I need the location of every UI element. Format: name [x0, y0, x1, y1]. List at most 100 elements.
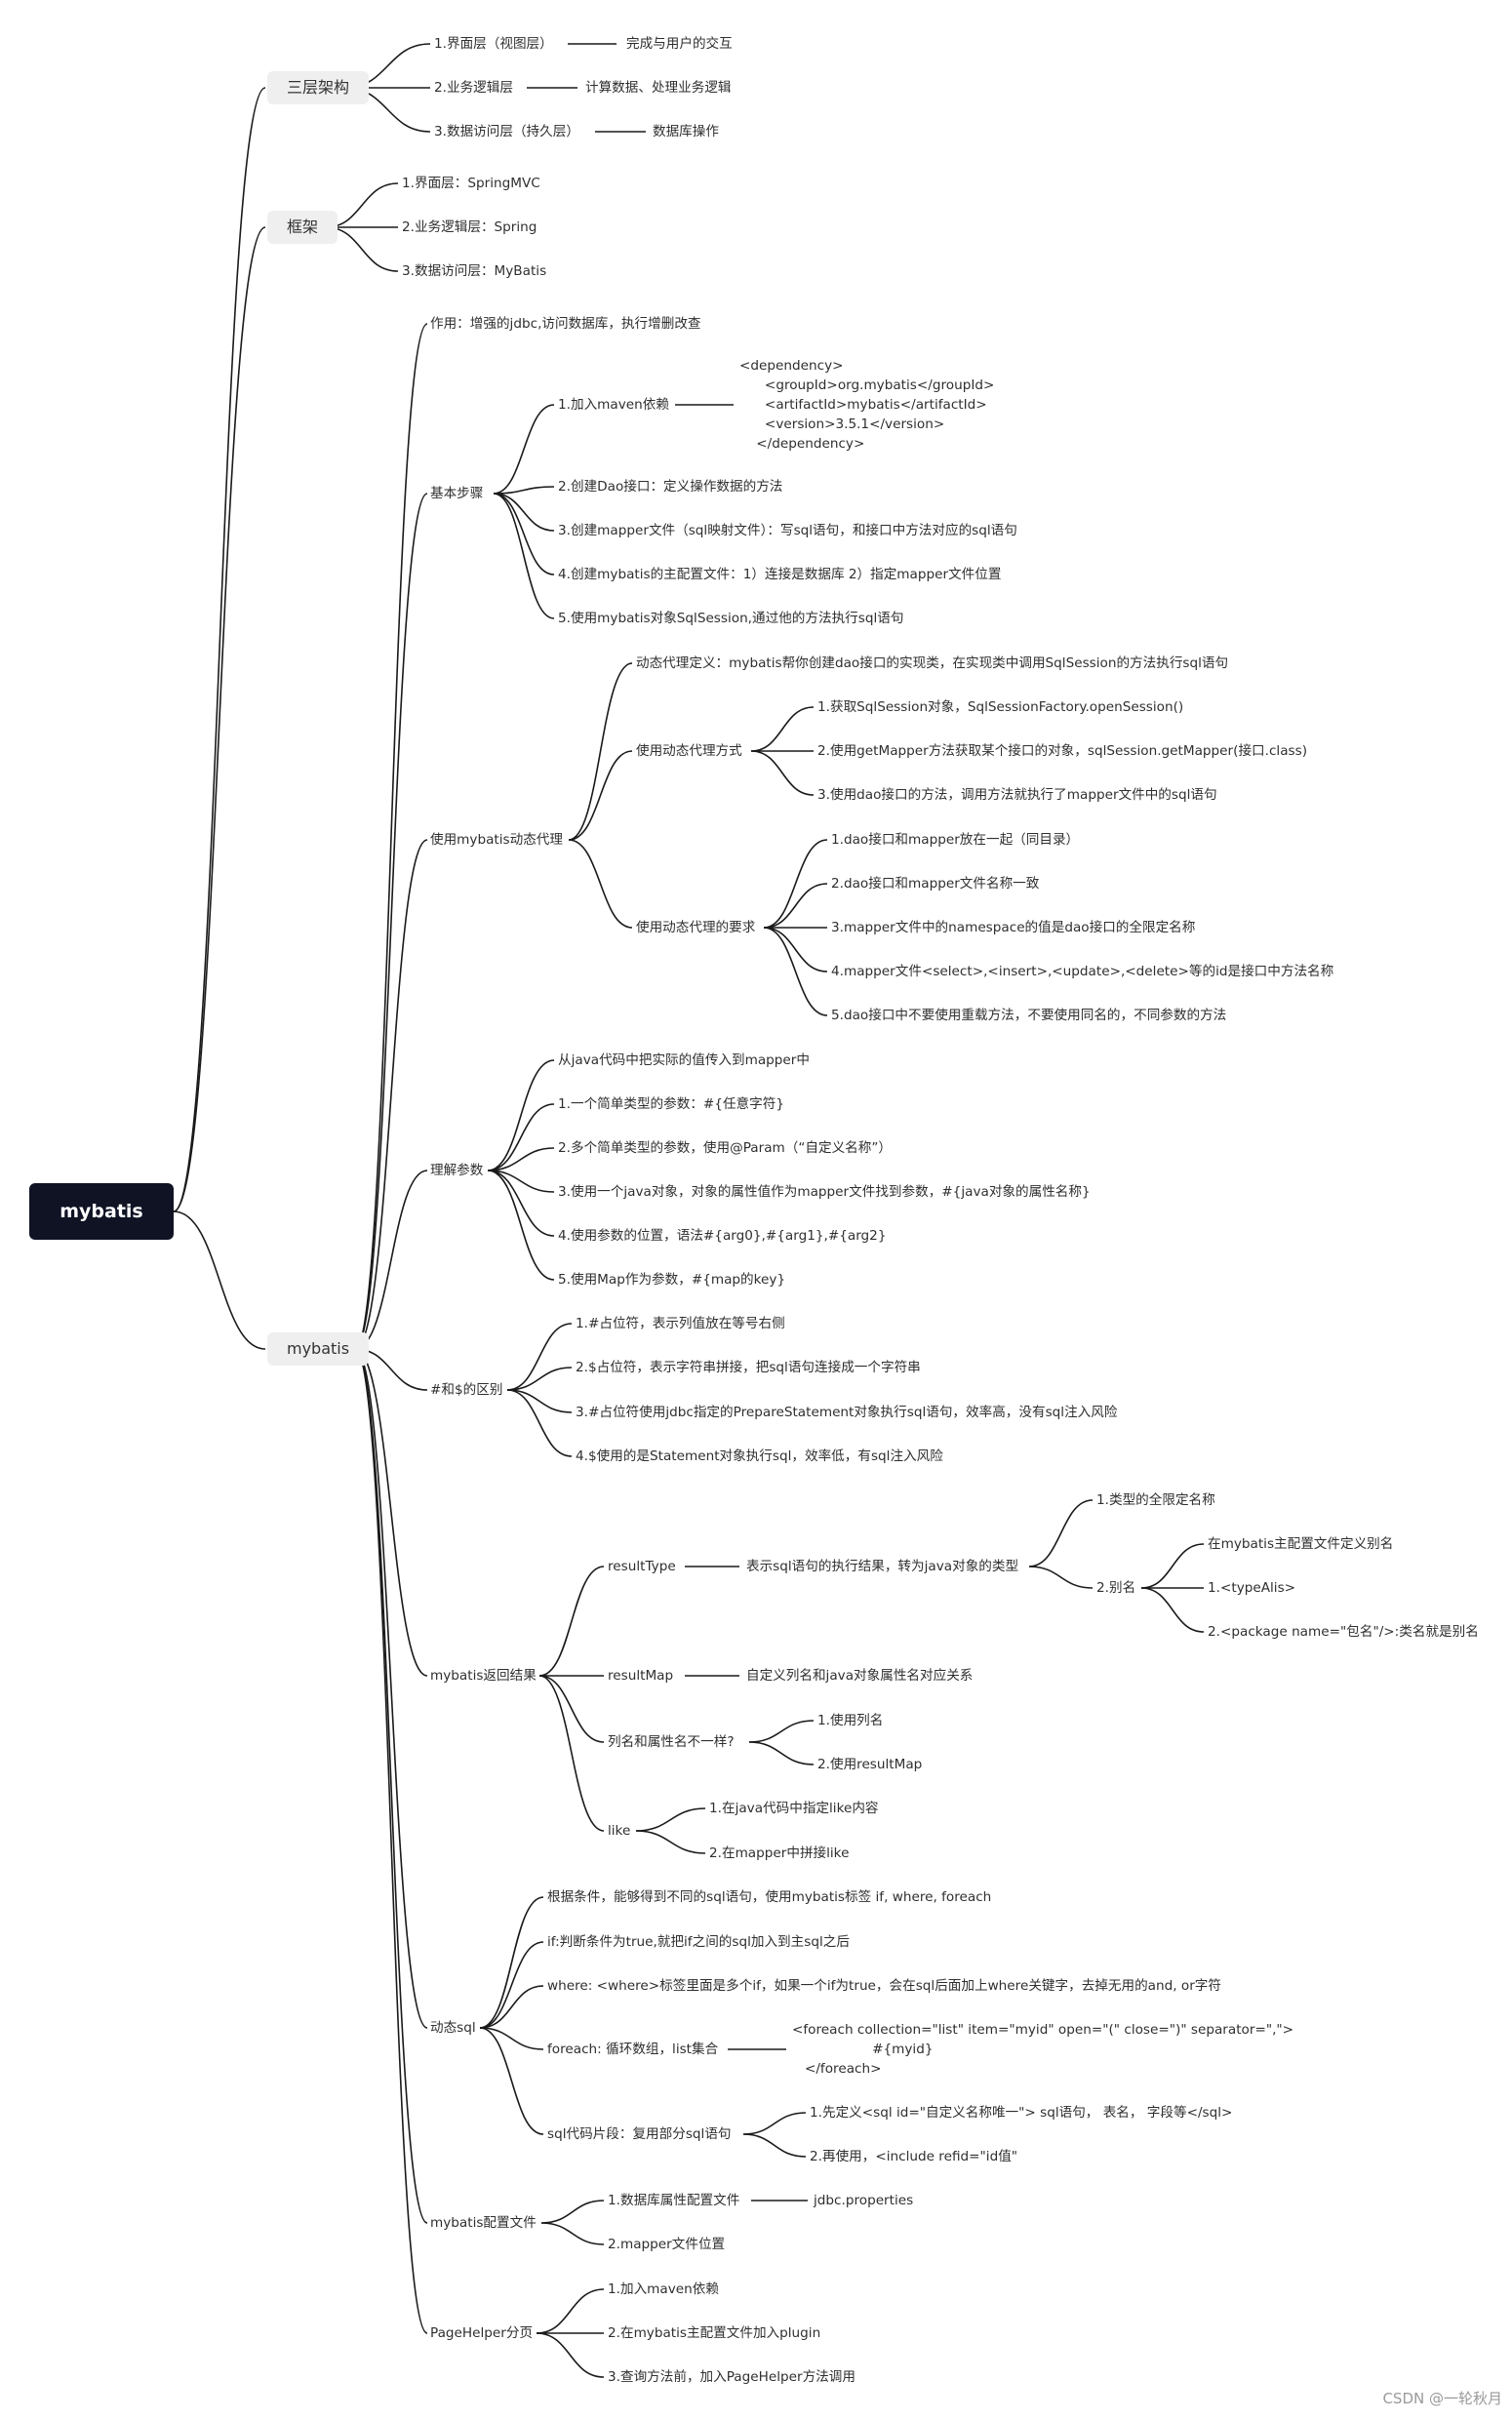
params-item[interactable]: 2.多个简单类型的参数，使用@Param（“自定义名称”） — [558, 1140, 893, 1156]
basic-step-item[interactable]: 3.创建mapper文件（sql映射文件）：写sql语句，和接口中方法对应的sq… — [558, 523, 1017, 538]
tier-logic-node[interactable]: 2.业务逻辑层 — [434, 80, 513, 96]
tier-ui-node[interactable]: 1.界面层（视图层） — [434, 36, 553, 52]
connector-curve — [750, 750, 815, 796]
foreach-node[interactable]: foreach: 循环数组，list集合 — [547, 2042, 719, 2057]
results-node[interactable]: mybatis返回结果 — [430, 1668, 537, 1684]
connector-curve — [635, 1807, 706, 1832]
connector-curve — [742, 2112, 807, 2135]
framework-item[interactable]: 1.界面层：SpringMVC — [402, 176, 540, 191]
purpose-node[interactable]: 作用：增强的jdbc,访问数据库，执行增删改查 — [430, 316, 701, 332]
proxy-usage-item[interactable]: 1.获取SqlSession对象，SqlSessionFactory.openS… — [817, 699, 1184, 715]
params-item[interactable]: 1.一个简单类型的参数：#{任意字符} — [558, 1096, 784, 1112]
params-item[interactable]: 从java代码中把实际的值传入到mapper中 — [558, 1052, 810, 1068]
result-type-node[interactable]: resultType — [608, 1559, 676, 1574]
tier-ui-note: 完成与用户的交互 — [626, 36, 733, 52]
dynamic-sql-item[interactable]: 根据条件，能够得到不同的sql语句，使用mybatis标签 if, where,… — [547, 1889, 992, 1905]
basic-step-item[interactable]: 5.使用mybatis对象SqlSession,通过他的方法执行sql语句 — [558, 611, 904, 626]
pagehelper-item[interactable]: 3.查询方法前，加入PageHelper方法调用 — [608, 2369, 855, 2385]
connector-curve — [354, 1348, 428, 2029]
connector-curve — [506, 1389, 573, 1457]
mismatch-item[interactable]: 1.使用列名 — [817, 1713, 884, 1728]
hash-dollar-item[interactable]: 3.#占位符使用jdbc指定的PrepareStatement对象执行sql语句… — [576, 1405, 1118, 1420]
mismatch-node[interactable]: 列名和属性名不一样? — [608, 1734, 735, 1750]
connector-curve — [493, 493, 555, 575]
hash-dollar-item[interactable]: 4.$使用的是Statement对象执行sql，效率低，有sql注入风险 — [576, 1448, 943, 1464]
alias-node[interactable]: 2.别名 — [1096, 1580, 1136, 1596]
connector-curve — [538, 1675, 605, 1743]
proxy-requirement-item[interactable]: 5.dao接口中不要使用重载方法，不要使用同名的，不同参数的方法 — [831, 1008, 1227, 1023]
params-item[interactable]: 5.使用Map作为参数，#{map的key} — [558, 1272, 786, 1288]
basic-step-item[interactable]: 2.创建Dao接口：定义操作数据的方法 — [558, 479, 783, 495]
proxy-definition-node[interactable]: 动态代理定义：mybatis帮你创建dao接口的实现类，在实现类中调用SqlSe… — [636, 655, 1229, 671]
hash-dollar-node[interactable]: #和$的区别 — [430, 1382, 503, 1398]
connector-curve — [173, 226, 266, 1212]
like-node[interactable]: like — [608, 1823, 631, 1839]
dynamic-sql-node[interactable]: 动态sql — [430, 2020, 476, 2036]
proxy-usage-item[interactable]: 2.使用getMapper方法获取某个接口的对象，sqlSession.getM… — [817, 743, 1307, 759]
connector-curve — [493, 493, 555, 619]
proxy-requirement-item[interactable]: 4.mapper文件<select>,<insert>,<update>,<de… — [831, 964, 1334, 979]
pagehelper-item[interactable]: 1.加入maven依赖 — [608, 2281, 719, 2297]
basic-step-item[interactable]: 4.创建mybatis的主配置文件：1）连接是数据库 2）指定mapper文件位… — [558, 567, 1002, 582]
connector-curve — [173, 87, 266, 1212]
mybatis-node[interactable]: mybatis — [267, 1332, 370, 1366]
connector-curve — [635, 1830, 706, 1854]
dynamic-proxy-node[interactable]: 使用mybatis动态代理 — [430, 832, 563, 848]
connector-curve — [479, 1985, 544, 2029]
framework-node[interactable]: 框架 — [267, 211, 338, 244]
like-item[interactable]: 2.在mapper中拼接like — [709, 1845, 850, 1861]
sql-fragment-item[interactable]: 2.再使用，<include refid="id值" — [810, 2149, 1018, 2164]
connector-curve — [1028, 1566, 1094, 1589]
maven-step-node[interactable]: 1.加入maven依赖 — [558, 397, 669, 413]
pagehelper-node[interactable]: PageHelper分页 — [430, 2325, 534, 2341]
dynamic-sql-item[interactable]: where: <where>标签里面是多个if，如果一个if为true，会在sq… — [547, 1978, 1221, 1994]
sql-fragment-node[interactable]: sql代码片段：复用部分sql语句 — [547, 2126, 732, 2142]
proxy-requirement-item[interactable]: 3.mapper文件中的namespace的值是dao接口的全限定名称 — [831, 920, 1196, 935]
connector-curve — [763, 883, 828, 929]
connector-curve — [479, 1896, 544, 2029]
connector-curve — [173, 1210, 266, 1350]
connector-curve — [742, 2133, 807, 2158]
framework-item[interactable]: 3.数据访问层：MyBatis — [402, 263, 547, 279]
proxy-usage-item[interactable]: 3.使用dao接口的方法，调用方法就执行了mapper文件中的sql语句 — [817, 787, 1217, 803]
qualified-name-node[interactable]: 1.类型的全限定名称 — [1096, 1492, 1215, 1508]
result-map-node[interactable]: resultMap — [608, 1668, 674, 1684]
config-node[interactable]: mybatis配置文件 — [430, 2215, 537, 2231]
three-tier-node[interactable]: 三层架构 — [267, 71, 370, 104]
pagehelper-item[interactable]: 2.在mybatis主配置文件加入plugin — [608, 2325, 821, 2341]
connector-curve — [493, 404, 555, 495]
dynamic-sql-item[interactable]: if:判断条件为true,就把if之间的sql加入到主sql之后 — [547, 1934, 850, 1950]
connector-curve — [479, 2027, 544, 2050]
watermark: CSDN @一轮秋月 — [1382, 2390, 1502, 2407]
like-item[interactable]: 1.在java代码中指定like内容 — [709, 1801, 879, 1816]
framework-item[interactable]: 2.业务逻辑层：Spring — [402, 219, 537, 235]
connector-curve — [536, 2332, 605, 2378]
tier-data-node[interactable]: 3.数据访问层（持久层） — [434, 124, 579, 139]
proxy-requirement-item[interactable]: 1.dao接口和mapper放在一起（同目录） — [831, 832, 1080, 848]
alias-item[interactable]: 1.<typeAlis> — [1208, 1580, 1296, 1596]
hash-dollar-item[interactable]: 1.#占位符，表示列值放在等号右侧 — [576, 1316, 785, 1331]
basic-steps-node[interactable]: 基本步骤 — [430, 486, 484, 501]
sql-fragment-item[interactable]: 1.先定义<sql id="自定义名称唯一"> sql语句， 表名， 字段等</… — [810, 2105, 1233, 2121]
params-item[interactable]: 3.使用一个java对象，对象的属性值作为mapper文件找到参数，#{java… — [558, 1184, 1091, 1200]
connector-curve — [487, 1170, 555, 1281]
connector-curve — [763, 927, 828, 1016]
proxy-requirement-item[interactable]: 2.dao接口和mapper文件名称一致 — [831, 876, 1040, 892]
hash-dollar-item[interactable]: 2.$占位符，表示字符串拼接，把sql语句连接成一个字符串 — [576, 1360, 921, 1375]
mismatch-item[interactable]: 2.使用resultMap — [817, 1757, 923, 1772]
db-props-node[interactable]: 1.数据库属性配置文件 — [608, 2193, 740, 2208]
connector-curve — [487, 1103, 555, 1171]
proxy-requirements-node[interactable]: 使用动态代理的要求 — [636, 920, 756, 935]
connector-curve — [763, 839, 828, 929]
alias-item[interactable]: 2.<package name="包名"/>:类名就是别名 — [1208, 1624, 1479, 1640]
mapper-location-node[interactable]: 2.mapper文件位置 — [608, 2237, 726, 2252]
connector-curve — [1140, 1587, 1205, 1633]
params-item[interactable]: 4.使用参数的位置，语法#{arg0},#{arg1},#{arg2} — [558, 1228, 887, 1244]
alias-item[interactable]: 在mybatis主配置文件定义别名 — [1208, 1536, 1394, 1552]
connector-curve — [536, 2288, 605, 2334]
connector-curve — [487, 1170, 555, 1193]
proxy-usage-node[interactable]: 使用动态代理方式 — [636, 743, 742, 759]
params-node[interactable]: 理解参数 — [430, 1163, 484, 1178]
root-node[interactable]: mybatis — [29, 1183, 174, 1240]
